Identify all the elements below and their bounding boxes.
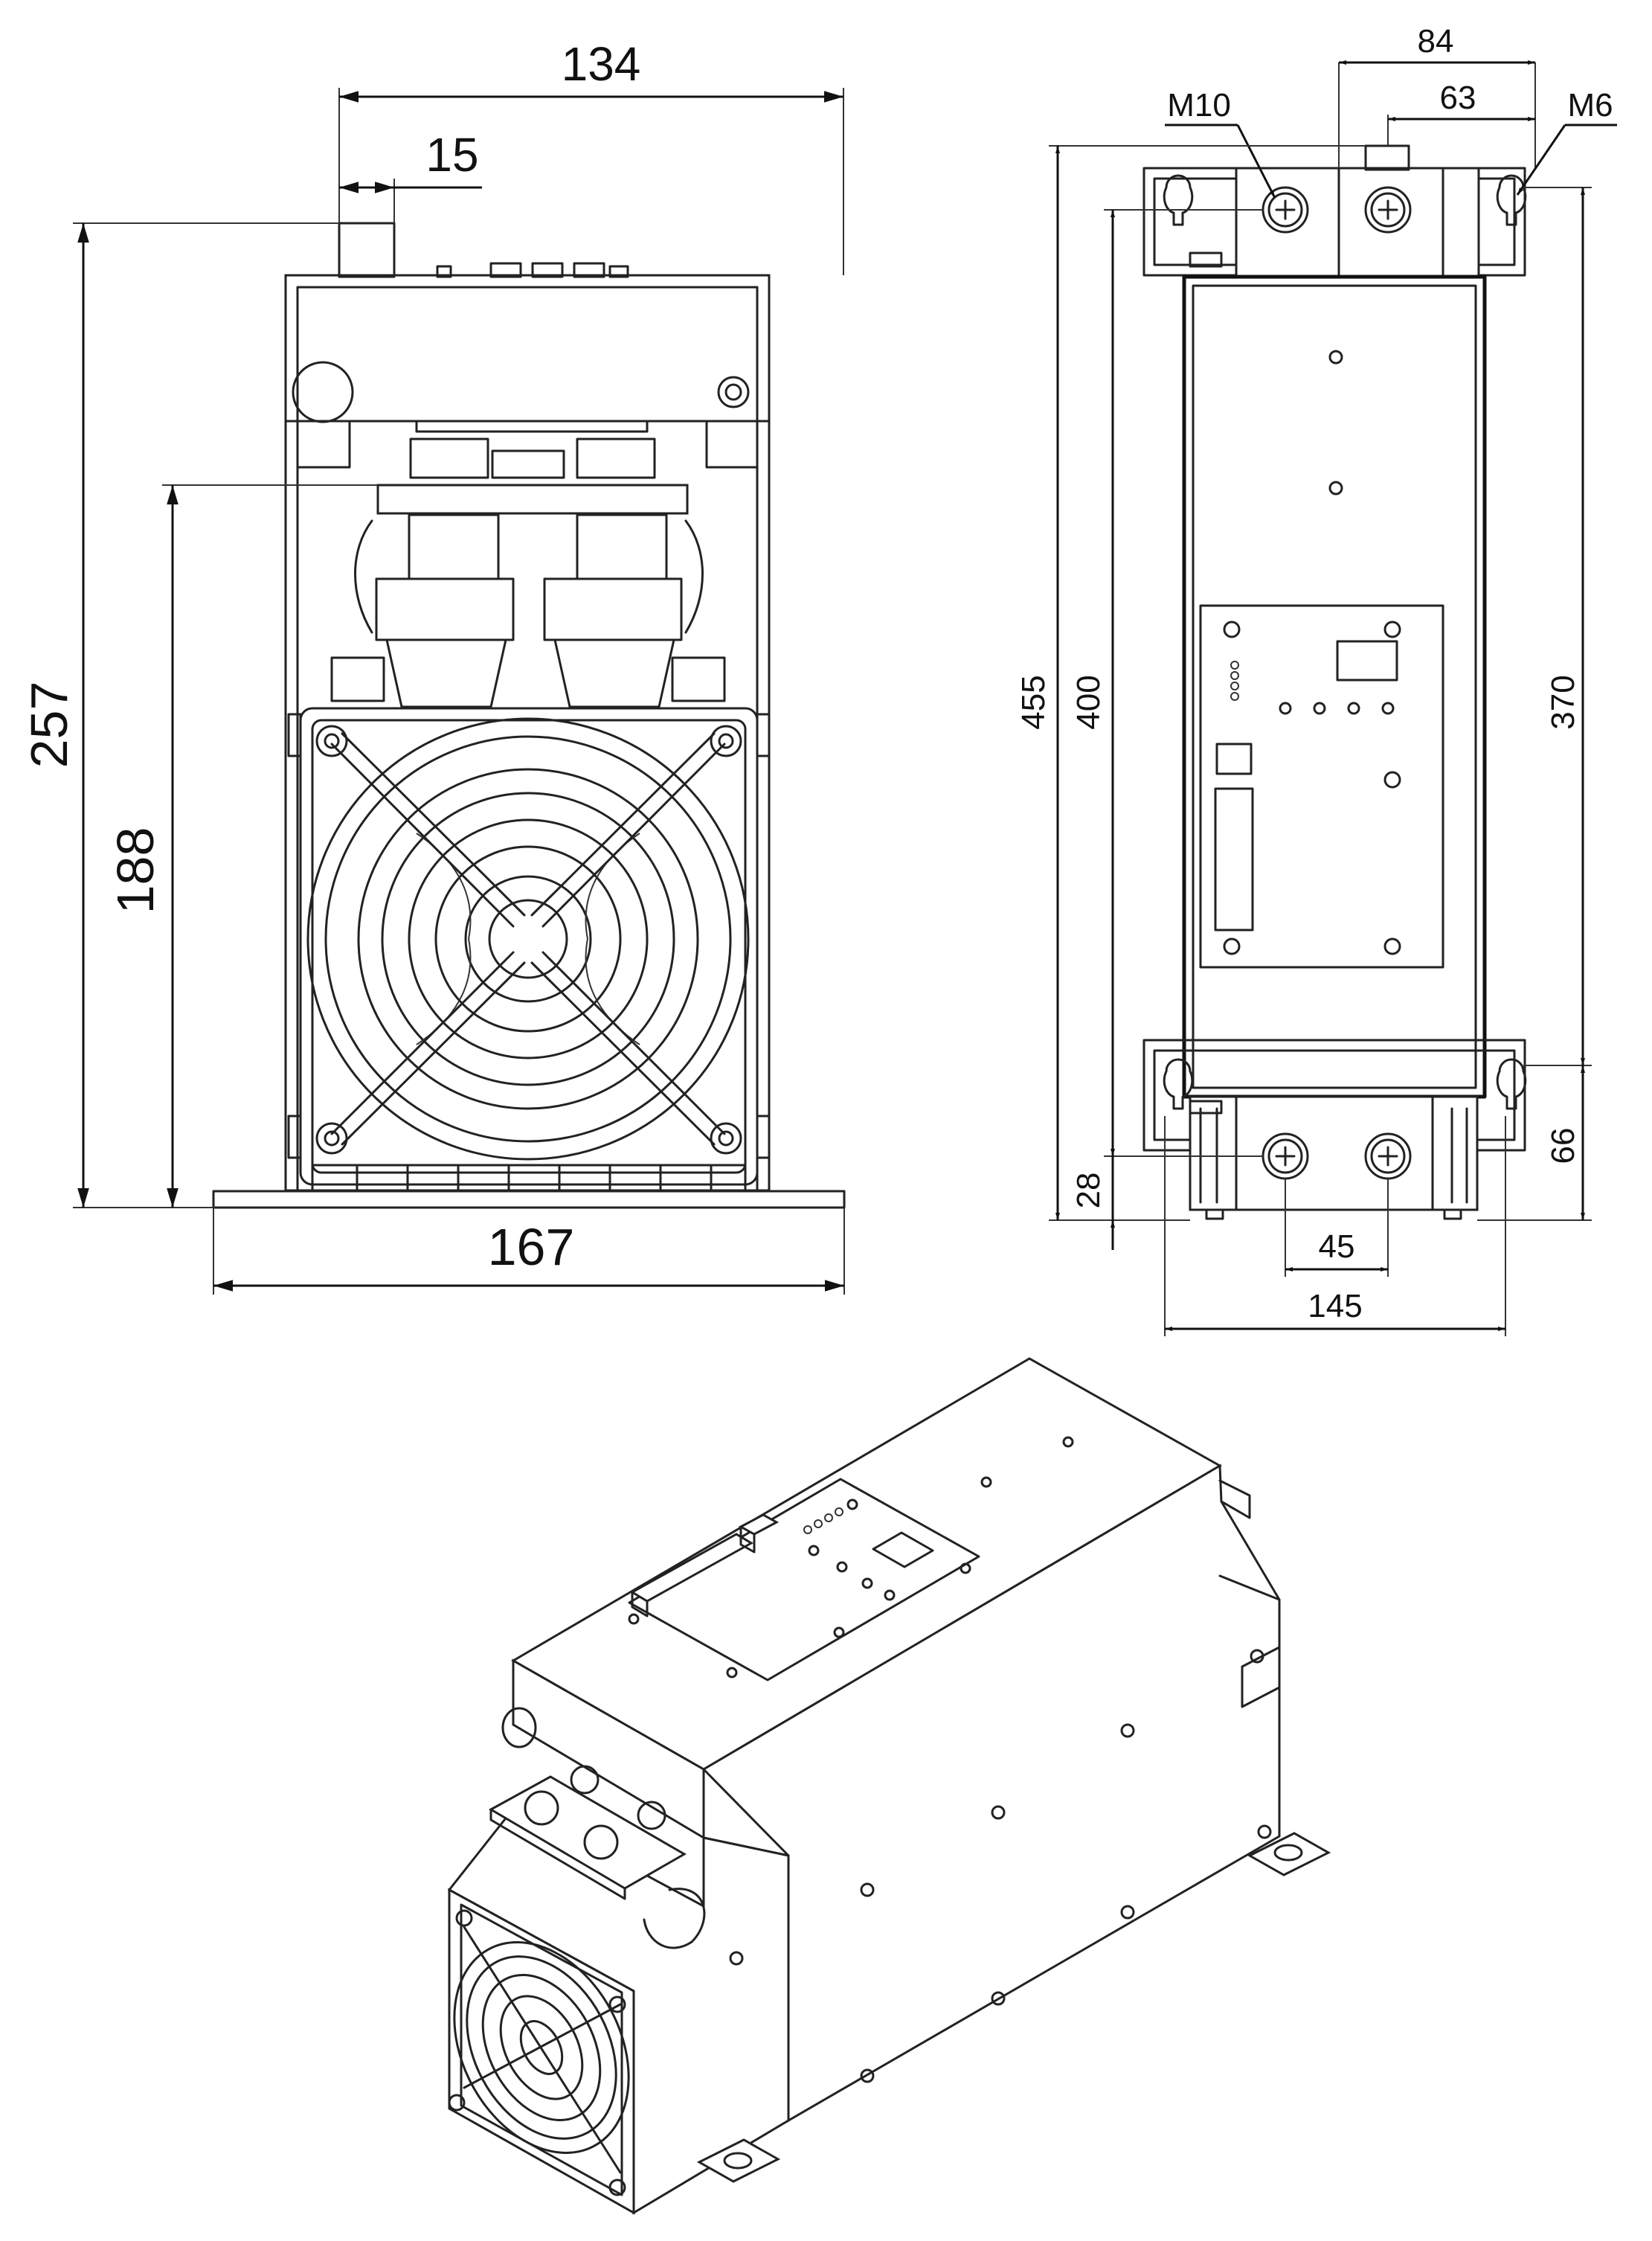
side-dimensions: [1049, 60, 1617, 1336]
isometric-view: [447, 1357, 1331, 2215]
front-height-terminals-label: 188: [106, 827, 164, 914]
front-height-total-label: 257: [20, 682, 78, 769]
front-view: [212, 222, 846, 1209]
side-width-top-outer-label: 84: [1418, 23, 1454, 60]
front-width-base-label: 167: [488, 1218, 575, 1276]
front-offset-label: 15: [425, 128, 478, 182]
front-width-top-label: 134: [562, 37, 641, 91]
side-width-base-label: 145: [1308, 1288, 1362, 1324]
front-dimensions: [73, 88, 845, 1295]
side-height-mid-label: 400: [1070, 675, 1107, 729]
side-height-bottom-label: 66: [1545, 1128, 1581, 1164]
side-height-small-label: 28: [1070, 1173, 1107, 1209]
side-height-mount-label: 370: [1545, 675, 1581, 729]
side-width-top-inner-label: 63: [1440, 80, 1476, 116]
side-m6-label: M6: [1567, 87, 1613, 124]
side-height-total-label: 455: [1015, 675, 1052, 729]
side-m10-label: M10: [1167, 87, 1231, 124]
side-spacing-terminals-label: 45: [1319, 1228, 1355, 1265]
side-view: [1142, 144, 1527, 1220]
